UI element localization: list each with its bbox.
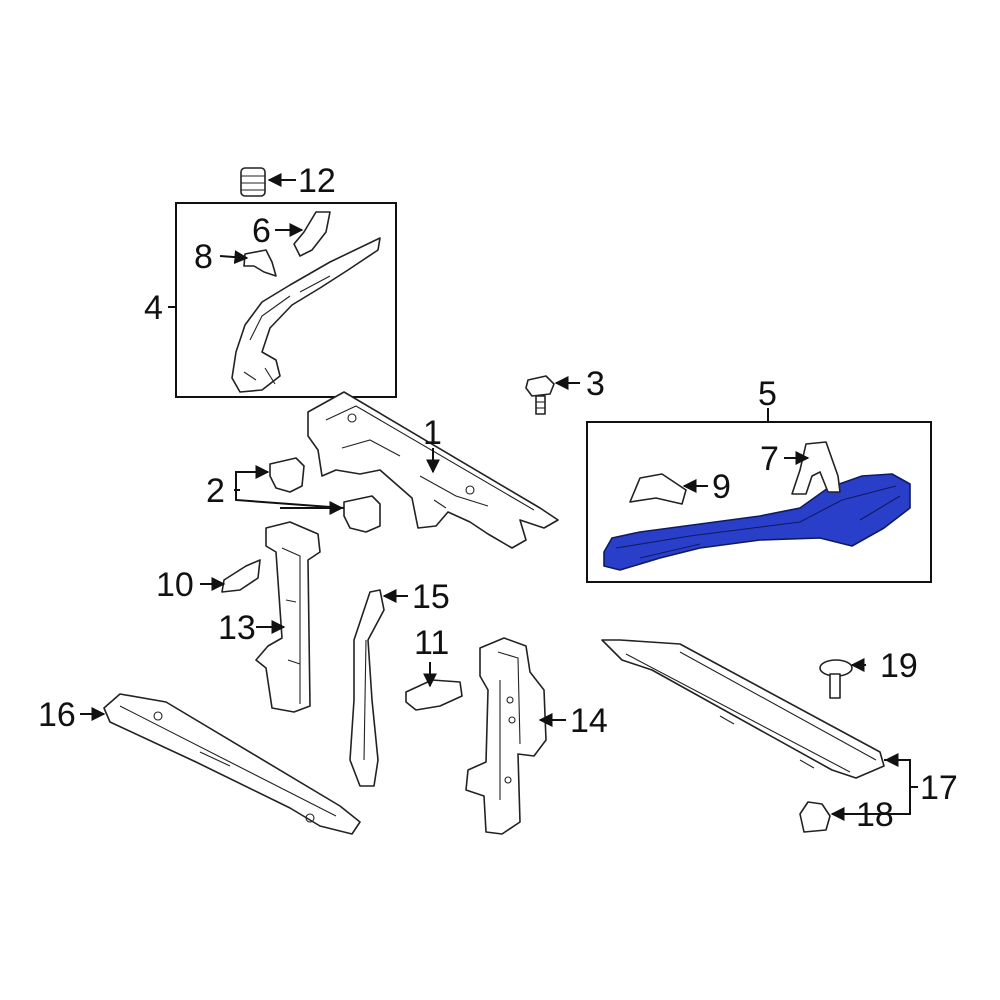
callout-13: 13 bbox=[218, 609, 256, 647]
part-15-seal[interactable] bbox=[349, 589, 385, 787]
callout-3: 3 bbox=[586, 365, 605, 403]
part-8-bracket[interactable] bbox=[243, 249, 277, 277]
callout-15: 15 bbox=[412, 578, 450, 616]
callout-19: 19 bbox=[880, 647, 918, 685]
callout-17: 17 bbox=[920, 769, 958, 807]
callout-6: 6 bbox=[252, 212, 271, 250]
part-10-bracket[interactable] bbox=[221, 559, 261, 593]
part-14-side-support[interactable] bbox=[465, 637, 547, 835]
part-2-clip-lower[interactable] bbox=[343, 495, 381, 533]
callout-4: 4 bbox=[144, 289, 163, 327]
part-18-clip[interactable] bbox=[799, 801, 831, 833]
part-16-lower-support[interactable] bbox=[103, 693, 361, 835]
callout-7: 7 bbox=[760, 440, 779, 478]
part-11-bracket[interactable] bbox=[405, 679, 463, 711]
part-17-lower-cover[interactable] bbox=[601, 639, 885, 779]
callout-2: 2 bbox=[206, 472, 225, 510]
part-12-bumper[interactable] bbox=[240, 167, 266, 197]
callout-11: 11 bbox=[414, 624, 449, 662]
callout-1: 1 bbox=[423, 414, 442, 452]
callout-12: 12 bbox=[298, 162, 336, 200]
part-7-bracket[interactable] bbox=[791, 441, 841, 495]
callout-10: 10 bbox=[156, 566, 194, 604]
callout-14: 14 bbox=[570, 702, 608, 740]
part-5-side-member[interactable] bbox=[603, 473, 911, 571]
callout-9: 9 bbox=[712, 468, 731, 506]
callout-16: 16 bbox=[38, 696, 76, 734]
group-box-4 bbox=[175, 202, 397, 398]
group-box-5 bbox=[586, 421, 932, 583]
callout-5: 5 bbox=[758, 375, 777, 413]
part-2-clip-upper[interactable] bbox=[269, 457, 305, 493]
part-13-side-support[interactable] bbox=[255, 521, 321, 713]
callout-18: 18 bbox=[856, 796, 894, 834]
callout-8: 8 bbox=[194, 238, 213, 276]
part-6-bracket[interactable] bbox=[293, 211, 331, 257]
part-3-bolt[interactable] bbox=[525, 375, 555, 415]
leader-lines bbox=[80, 173, 918, 821]
part-9-bracket[interactable] bbox=[629, 473, 687, 505]
part-19-pin[interactable] bbox=[819, 659, 853, 699]
part-4-support-assembly[interactable] bbox=[231, 237, 381, 393]
